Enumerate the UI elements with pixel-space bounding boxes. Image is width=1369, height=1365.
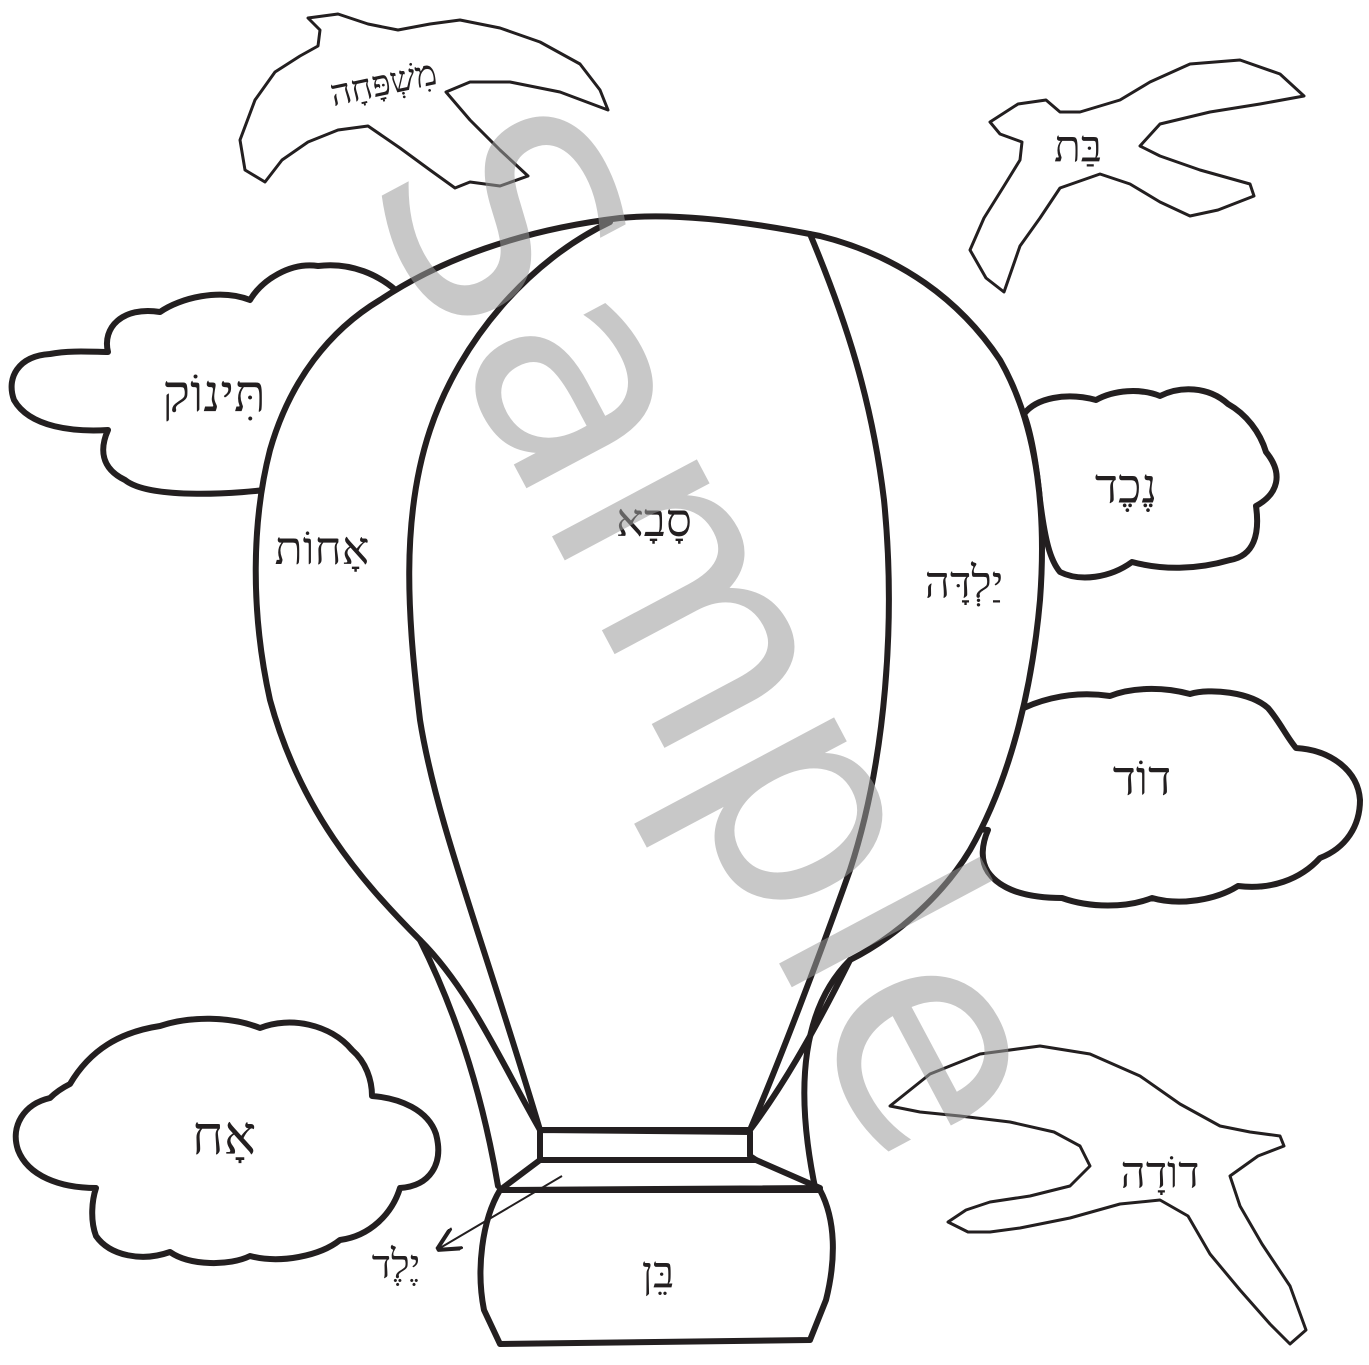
bird-top-right bbox=[970, 60, 1304, 292]
basket-neck bbox=[540, 1130, 756, 1160]
word-balloon-left: אָחוֹת bbox=[275, 521, 370, 575]
word-basket: בֵּן bbox=[642, 1248, 674, 1299]
word-cloud-right-top: נֶכֶד bbox=[1095, 459, 1157, 515]
basket-rim bbox=[500, 1160, 820, 1190]
word-cloud-right-middle: דוֹד bbox=[1113, 751, 1171, 807]
word-cloud-left-bottom: אָח bbox=[192, 1104, 256, 1167]
word-bird-bottom-right: דוֹדָה bbox=[1121, 1148, 1200, 1199]
word-bird-top-right: בַּת bbox=[1054, 122, 1102, 173]
word-arrow-label: יֶלֶד bbox=[372, 1242, 420, 1288]
word-balloon-right: יַלְדָּה bbox=[925, 558, 1004, 609]
word-cloud-left-top: תִּינוֹק bbox=[162, 365, 265, 425]
